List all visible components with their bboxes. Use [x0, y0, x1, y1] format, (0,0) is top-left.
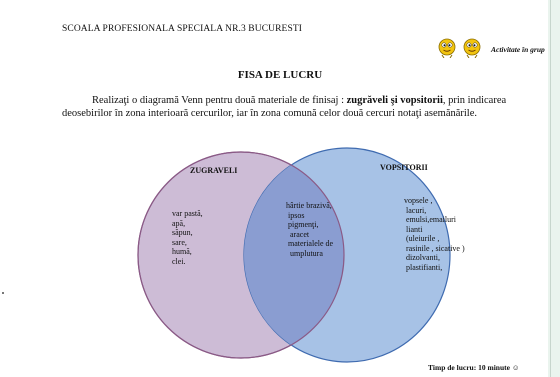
venn-right-label: VOPSITORII [380, 163, 428, 172]
right-scroll-margin [548, 0, 560, 377]
instructions-text-end: , prin indicarea deosebirilor în zona in… [62, 95, 507, 119]
instructions-text: Realizaţi o diagramă Venn pentru două ma… [92, 95, 347, 106]
smiley-icons [438, 38, 481, 58]
school-name: SCOALA PROFESIONALA SPECIALA NR.3 BUCURE… [62, 24, 302, 34]
venn-overlap [244, 152, 344, 358]
instructions-paragraph: Realizaţi o diagramă Venn pentru două ma… [62, 94, 542, 120]
venn-left-list: var pastă, apă, săpun, sare, humă, clei. [172, 209, 203, 266]
smiley-icon [438, 38, 456, 58]
smiley-icon [463, 38, 481, 58]
venn-right-list: vopsele , lacuri, emulsi,emailuri lianti… [404, 196, 465, 272]
page-mark [2, 292, 4, 294]
work-time: Timp de lucru: 10 minute ☺ [428, 363, 520, 372]
page-title: FISA DE LUCRU [237, 69, 323, 81]
activity-label: Activitate în grup [491, 45, 545, 54]
instructions-emphasis: zugrăveli şi vopsitorii [346, 95, 443, 106]
venn-left-label: ZUGRAVELI [190, 166, 238, 175]
venn-common-list: hârtie brazivă, ipsos pigmenţi, aracet m… [286, 201, 334, 258]
